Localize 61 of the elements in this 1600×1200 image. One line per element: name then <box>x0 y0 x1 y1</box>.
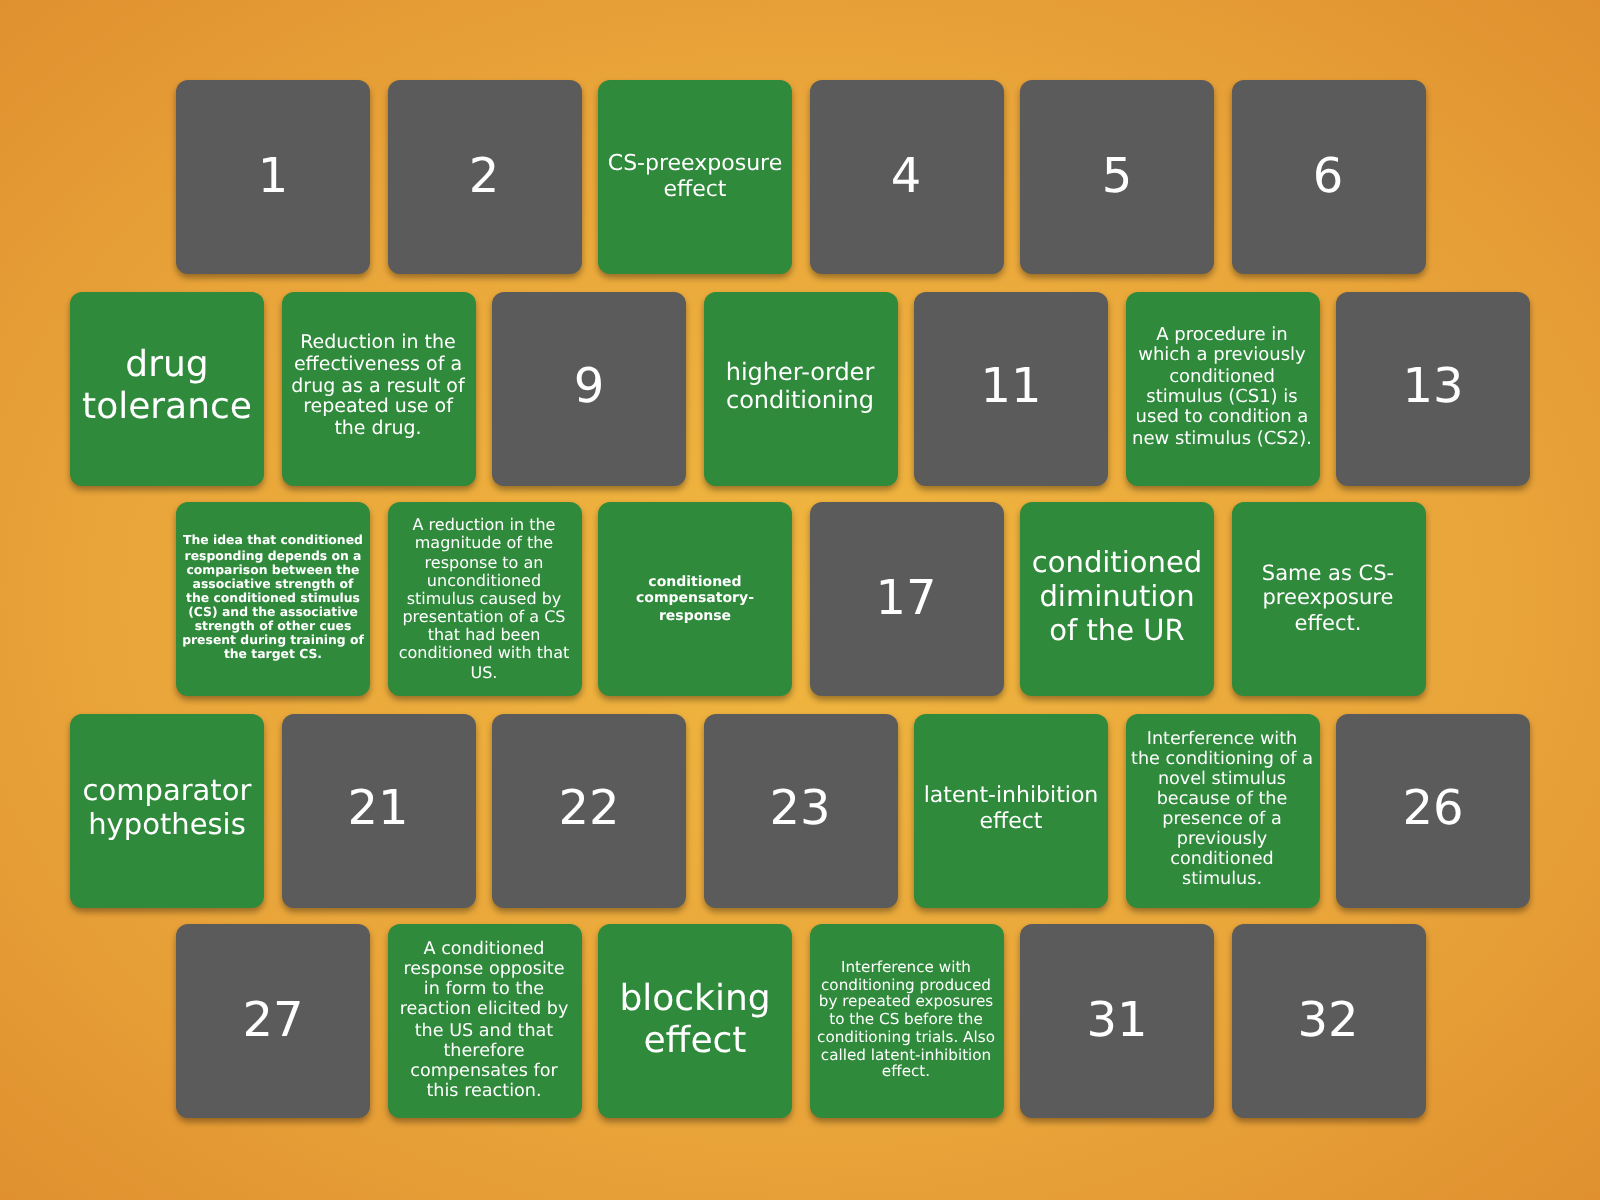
card-number: 11 <box>980 360 1042 416</box>
card-number: 1 <box>257 149 289 205</box>
term-text: blocking effect <box>617 979 773 1063</box>
number-card <box>914 291 1108 485</box>
number-card <box>281 713 475 907</box>
card-number: 2 <box>468 149 500 205</box>
card-number: 9 <box>573 360 605 416</box>
definition-card <box>809 924 1003 1118</box>
definition-card <box>281 291 475 485</box>
card-number: 23 <box>769 782 831 838</box>
number-card <box>703 713 897 907</box>
card-number: 22 <box>558 782 620 838</box>
card-number: 13 <box>1402 360 1464 416</box>
card-number: 27 <box>242 993 304 1049</box>
card-number: 26 <box>1402 782 1464 838</box>
definition-card <box>1125 713 1319 907</box>
number-card <box>176 924 370 1118</box>
definition-card <box>387 502 581 696</box>
definition-text: Same as CS-preexposure effect. <box>1259 562 1397 636</box>
term-text: latent-inhibition effect <box>921 784 1101 836</box>
number-card <box>1231 924 1425 1118</box>
definition-text: A reduction in the magnitude of the response to an unconditioned stimulus caused by presentation of a CS that had been conditioned with that US. <box>396 516 572 682</box>
term-card <box>598 80 792 274</box>
number-card <box>492 713 686 907</box>
card-number: 21 <box>347 782 409 838</box>
term-text: drug tolerance <box>80 346 254 430</box>
term-text: conditioned diminution of the UR <box>1029 548 1205 649</box>
number-card <box>1020 924 1214 1118</box>
term-card <box>703 291 897 485</box>
number-card <box>387 80 581 274</box>
number-card <box>1336 713 1530 907</box>
definition-card <box>387 924 581 1118</box>
term-text: CS-preexposure effect <box>605 151 785 203</box>
card-number: 6 <box>1312 149 1344 205</box>
number-card <box>176 80 370 274</box>
term-card <box>914 713 1108 907</box>
number-card <box>809 502 1003 696</box>
card-number: 17 <box>875 571 937 627</box>
definition-text: A conditioned response opposite in form to the reaction elicited by the US and that therefore compensates for this reaction. <box>397 940 571 1102</box>
definition-text: Reduction in the effectiveness of a drug as a result of repeated use of the drug. <box>289 333 467 443</box>
definition-card <box>598 502 792 696</box>
term-text: comparator hypothesis <box>80 776 254 844</box>
term-text: higher-order conditioning <box>723 360 877 416</box>
number-card <box>1020 80 1214 274</box>
definition-card <box>1231 502 1425 696</box>
term-card <box>1020 502 1214 696</box>
term-card <box>598 924 792 1118</box>
card-number: 4 <box>890 149 922 205</box>
definition-text: Interference with the conditioning of a novel stimulus because of the presence of a previously conditioned stimulus. <box>1131 729 1313 891</box>
definition-card <box>1125 291 1319 485</box>
term-card <box>70 291 264 485</box>
number-card <box>809 80 1003 274</box>
term-card <box>70 713 264 907</box>
number-card <box>492 291 686 485</box>
card-number: 5 <box>1101 149 1133 205</box>
definition-text: A procedure in which a previously conditioned stimulus (CS1) is used to condition a new stimulus (CS2). <box>1131 325 1313 451</box>
definition-card <box>176 502 370 696</box>
card-number: 32 <box>1297 993 1359 1049</box>
number-card <box>1336 291 1530 485</box>
card-number: 31 <box>1086 993 1148 1049</box>
number-card <box>1231 80 1425 274</box>
